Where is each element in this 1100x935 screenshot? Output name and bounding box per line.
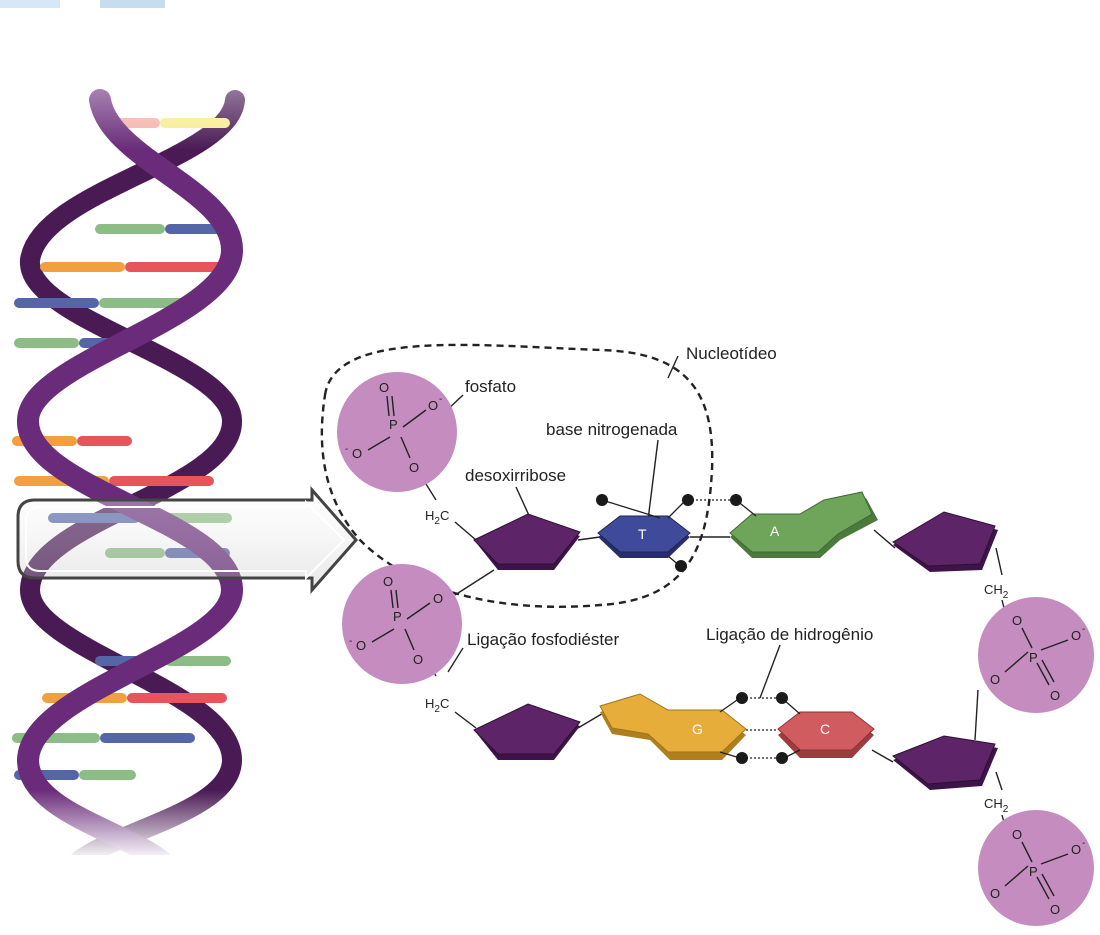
phosphate-group-1: P O O - - O O — [337, 372, 457, 492]
svg-text:P: P — [1029, 650, 1038, 665]
deoxyribose-sugar-3 — [892, 511, 998, 572]
adenine-letter: A — [770, 523, 780, 539]
ch2-label-1: H2C — [425, 508, 449, 527]
base-thymine: T — [597, 515, 691, 558]
svg-text:O: O — [409, 460, 419, 475]
deoxyribose-sugar-2 — [473, 703, 581, 760]
svg-text:-: - — [439, 394, 442, 405]
svg-text:O: O — [383, 574, 393, 589]
dna-double-helix — [0, 0, 260, 935]
svg-text:O: O — [1071, 628, 1081, 643]
cytosine-letter: C — [820, 721, 830, 737]
svg-text:-: - — [1082, 838, 1085, 849]
phosphate-group-3: P O O - O O — [978, 597, 1094, 713]
svg-text:O: O — [428, 398, 438, 413]
svg-text:O: O — [1050, 902, 1060, 917]
svg-text:CH2: CH2 — [984, 582, 1009, 601]
svg-text:P: P — [393, 609, 402, 624]
base-cytosine: C — [777, 711, 875, 758]
hydrogen-bond-label: Ligação de hidrogênio — [706, 625, 873, 644]
base-adenine: A — [729, 491, 878, 558]
svg-text:O: O — [1012, 613, 1022, 628]
nitrogenous-base-label: base nitrogenada — [546, 420, 678, 439]
nucleotide-outline — [320, 343, 714, 608]
svg-text:O: O — [352, 446, 362, 461]
svg-text:-: - — [349, 636, 352, 647]
phosphate-group-4: P O O - O O — [978, 810, 1094, 926]
svg-text:O: O — [990, 672, 1000, 687]
guanine-letter: G — [692, 721, 703, 737]
deoxyribose-label: desoxirribose — [465, 466, 566, 485]
hydrogen-bonds — [596, 494, 801, 764]
svg-text:O: O — [413, 652, 423, 667]
deoxyribose-sugar-1 — [473, 513, 581, 570]
svg-text:-: - — [1082, 624, 1085, 635]
ch2-label-4: CH2 — [984, 796, 1009, 815]
phosphate-group-2: P O O - O O — [342, 564, 462, 684]
nucleotide-label: Nucleotídeo — [686, 344, 777, 363]
phosphate-label: fosfato — [465, 377, 516, 396]
svg-text:O: O — [990, 886, 1000, 901]
helix-strand-front — [16, 89, 244, 871]
svg-text:CH2: CH2 — [984, 796, 1009, 815]
phosphodiester-bond-label: Ligação fosfodiéster — [467, 630, 619, 649]
phosphorus-label: P — [389, 417, 398, 432]
svg-text:H2C: H2C — [425, 696, 449, 715]
ch2-label-2: H2C — [425, 696, 449, 715]
base-guanine: G — [599, 693, 747, 760]
svg-text:O: O — [356, 638, 366, 653]
svg-text:O: O — [1071, 842, 1081, 857]
ch2-label-3: CH2 — [984, 582, 1009, 601]
zoom-arrow — [16, 486, 358, 594]
svg-text:-: - — [345, 444, 348, 455]
deoxyribose-sugar-4 — [892, 735, 998, 790]
svg-text:O: O — [379, 380, 389, 395]
thymine-letter: T — [638, 526, 647, 542]
svg-text:P: P — [1029, 864, 1038, 879]
svg-text:O: O — [1012, 827, 1022, 842]
backbone-bonds — [425, 483, 1006, 827]
svg-text:O: O — [433, 591, 443, 606]
helix-strand-back — [19, 90, 245, 870]
svg-text:H2C: H2C — [425, 508, 449, 527]
svg-text:O: O — [1050, 688, 1060, 703]
